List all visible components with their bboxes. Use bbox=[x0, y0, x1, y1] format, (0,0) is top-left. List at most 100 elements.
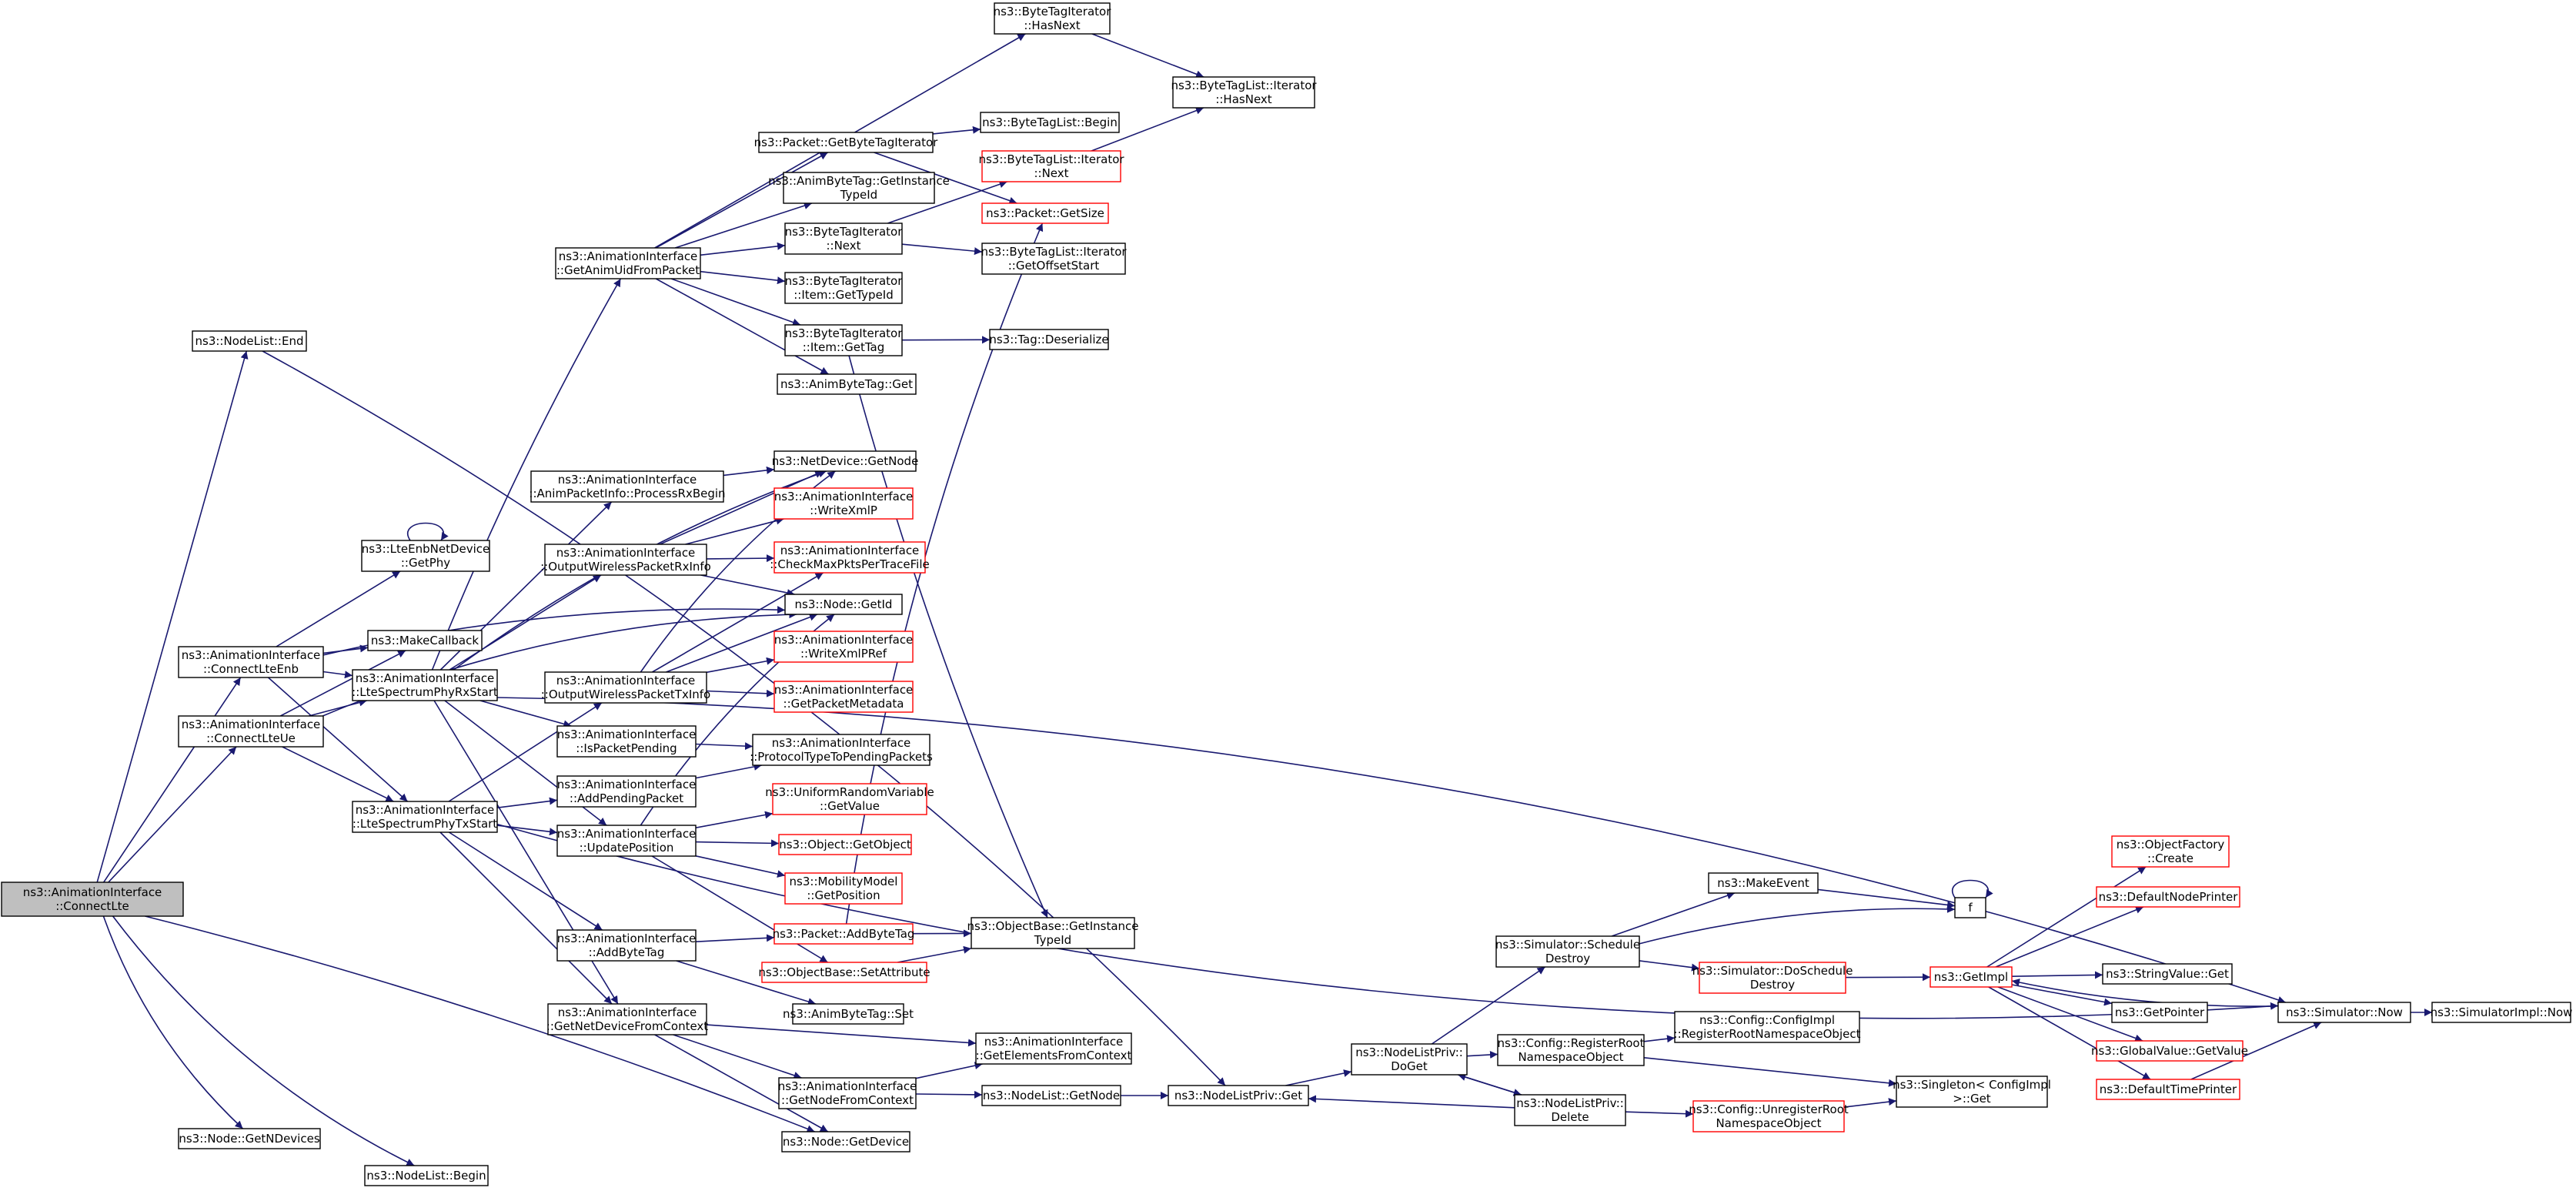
node-writeXmlP[interactable]: ns3::AnimationInterface::WriteXmlP bbox=[773, 487, 914, 520]
node-btlIterOffset[interactable]: ns3::ByteTagList::Iterator::GetOffsetSta… bbox=[981, 243, 1127, 275]
node-connectLteUe[interactable]: ns3::AnimationInterface::ConnectLteUe bbox=[178, 715, 324, 748]
node-cfgRegisterRoot[interactable]: ns3::Config::RegisterRootNamespaceObject bbox=[1497, 1034, 1645, 1066]
node-pktGetBTI[interactable]: ns3::Packet::GetByteTagIterator bbox=[754, 132, 939, 153]
node-getPhy[interactable]: ns3::LteEnbNetDevice::GetPhy bbox=[361, 540, 490, 572]
node-nlGetNode[interactable]: ns3::NodeList::GetNode bbox=[981, 1085, 1121, 1106]
node-updatePos[interactable]: ns3::AnimationInterface::UpdatePosition bbox=[556, 825, 697, 857]
node-stringValueGet[interactable]: ns3::StringValue::Get bbox=[2102, 963, 2233, 985]
node-label: ::AnimPacketInfo::ProcessRxBegin bbox=[529, 487, 725, 500]
node-label: ns3::ByteTagIterator bbox=[994, 5, 1112, 18]
node-label: ::AddByteTag bbox=[589, 945, 665, 959]
node-nodeGetId[interactable]: ns3::Node::GetId bbox=[784, 594, 903, 615]
call-edge bbox=[1643, 1035, 1676, 1043]
node-defaultNodePrinter[interactable]: ns3::DefaultNodePrinter bbox=[2096, 886, 2240, 908]
call-edge bbox=[695, 762, 762, 779]
node-nlpDoGet[interactable]: ns3::NodeListPriv::DoGet bbox=[1351, 1043, 1468, 1076]
node-label: ::ConnectLte bbox=[55, 899, 129, 913]
node-label: ::IsPacketPending bbox=[576, 741, 677, 755]
node-writeXmlPRef[interactable]: ns3::AnimationInterface::WriteXmlPRef bbox=[773, 631, 914, 663]
node-makeCallback[interactable]: ns3::MakeCallback bbox=[367, 630, 483, 651]
node-phyRxStart[interactable]: ns3::AnimationInterface::LteSpectrumPhyR… bbox=[352, 669, 498, 701]
call-edge bbox=[700, 270, 786, 285]
call-edge bbox=[674, 202, 813, 249]
node-simNow[interactable]: ns3::Simulator::Now bbox=[2277, 1002, 2411, 1023]
node-label: >::Get bbox=[1953, 1092, 1991, 1106]
node-pktAddByteTag[interactable]: ns3::Packet::AddByteTag bbox=[773, 923, 915, 945]
node-tagDeserialize[interactable]: ns3::Tag::Deserialize bbox=[989, 329, 1109, 350]
call-edge bbox=[723, 466, 775, 477]
node-label: ns3::ByteTagList::Iterator bbox=[981, 245, 1127, 259]
node-urvGetValue[interactable]: ns3::UniformRandomVariable::GetValue bbox=[765, 783, 934, 815]
call-edge bbox=[496, 823, 2279, 1019]
node-getImpl[interactable]: ns3::GetImpl bbox=[1929, 966, 2013, 988]
node-box bbox=[761, 962, 927, 983]
node-label: ::WriteXmlPRef bbox=[800, 647, 887, 661]
node-label: ns3::Config::RegisterRoot bbox=[1498, 1036, 1645, 1050]
node-objGetObject[interactable]: ns3::Object::GetObject bbox=[778, 834, 912, 855]
node-label: ns3::AnimationInterface bbox=[182, 718, 321, 731]
node-btiHasNext[interactable]: ns3::ByteTagIterator::HasNext bbox=[994, 2, 1112, 35]
node-nlpDelete[interactable]: ns3::NodeListPriv::Delete bbox=[1514, 1094, 1626, 1126]
node-abtGet[interactable]: ns3::AnimByteTag::Get bbox=[777, 373, 917, 395]
node-btiItemGetTag[interactable]: ns3::ByteTagIterator::Item::GetTag bbox=[784, 324, 904, 356]
node-outTxInfo[interactable]: ns3::AnimationInterface::OutputWirelessP… bbox=[541, 671, 710, 704]
node-nodeListBegin[interactable]: ns3::NodeList::Begin bbox=[364, 1165, 489, 1186]
node-label: ns3::NodeList::Begin bbox=[366, 1169, 486, 1183]
node-objFactoryCreate[interactable]: ns3::ObjectFactory::Create bbox=[2111, 835, 2230, 868]
node-nlpGet[interactable]: ns3::NodeListPriv::Get bbox=[1168, 1085, 1309, 1106]
node-btlBegin[interactable]: ns3::ByteTagList::Begin bbox=[980, 112, 1120, 133]
node-btiNext[interactable]: ns3::ByteTagIterator::Next bbox=[784, 222, 904, 255]
node-cfgUnregisterRoot[interactable]: ns3::Config::UnregisterRootNamespaceObje… bbox=[1689, 1100, 1849, 1132]
node-btlIterNext[interactable]: ns3::ByteTagList::Iterator::Next bbox=[978, 150, 1124, 182]
node-phyTxStart[interactable]: ns3::AnimationInterface::LteSpectrumPhyT… bbox=[352, 801, 498, 833]
call-edge bbox=[695, 839, 780, 848]
node-getPointer[interactable]: ns3::GetPointer bbox=[2111, 1002, 2208, 1023]
node-label: DoGet bbox=[1391, 1059, 1428, 1073]
node-connectLte[interactable]: ns3::AnimationInterface::ConnectLte bbox=[1, 882, 184, 917]
node-addPending[interactable]: ns3::AnimationInterface::AddPendingPacke… bbox=[556, 775, 697, 808]
node-label: ns3::NodeList::End bbox=[195, 334, 304, 348]
node-getAnimUid[interactable]: ns3::AnimationInterface::GetAnimUidFromP… bbox=[555, 247, 701, 279]
node-connectLteEnb[interactable]: ns3::AnimationInterface::ConnectLteEnb bbox=[178, 646, 324, 678]
node-protoToPending[interactable]: ns3::AnimationInterface::ProtocolTypeToP… bbox=[750, 734, 933, 766]
node-simImplNow[interactable]: ns3::SimulatorImpl::Now bbox=[2431, 1002, 2573, 1023]
node-getNodeCtx[interactable]: ns3::AnimationInterface::GetNodeFromCont… bbox=[778, 1077, 917, 1109]
node-pktGetSize[interactable]: ns3::Packet::GetSize bbox=[981, 202, 1109, 224]
node-makeEvent[interactable]: ns3::MakeEvent bbox=[1708, 872, 1819, 894]
node-box bbox=[994, 2, 1111, 35]
call-edge bbox=[1285, 1069, 1352, 1086]
node-cfgImplRegisterRoot[interactable]: ns3::Config::ConfigImpl::RegisterRootNam… bbox=[1674, 1011, 1861, 1043]
node-isPending[interactable]: ns3::AnimationInterface::IsPacketPending bbox=[556, 725, 697, 758]
node-globalValueGet[interactable]: ns3::GlobalValue::GetValue bbox=[2091, 1040, 2248, 1062]
node-label: TypeId bbox=[1034, 933, 1071, 947]
node-label: ::OutputWirelessPacketRxInfo bbox=[540, 560, 711, 574]
node-abtSet[interactable]: ns3::AnimByteTag::Set bbox=[783, 1003, 914, 1025]
node-ndGetNode[interactable]: ns3::NetDevice::GetNode bbox=[772, 450, 919, 472]
node-checkMaxPkts[interactable]: ns3::AnimationInterface::CheckMaxPktsPer… bbox=[770, 541, 930, 574]
node-getPktMeta[interactable]: ns3::AnimationInterface::GetPacketMetada… bbox=[773, 681, 914, 713]
node-label: ns3::Config::ConfigImpl bbox=[1699, 1013, 1835, 1027]
node-box bbox=[361, 540, 490, 572]
node-processRxBegin[interactable]: ns3::AnimationInterface::AnimPacketInfo:… bbox=[529, 470, 726, 503]
node-nodeListEnd[interactable]: ns3::NodeList::End bbox=[192, 330, 307, 352]
node-label: Destroy bbox=[1545, 952, 1590, 965]
node-getNDevices[interactable]: ns3::Node::GetNDevices bbox=[178, 1128, 321, 1149]
call-edge bbox=[322, 671, 353, 679]
node-obSetAttr[interactable]: ns3::ObjectBase::SetAttribute bbox=[758, 962, 931, 983]
node-addByteTag[interactable]: ns3::AnimationInterface::AddByteTag bbox=[556, 929, 697, 962]
node-nodeGetDevice[interactable]: ns3::Node::GetDevice bbox=[781, 1131, 910, 1153]
node-fNode[interactable]: f bbox=[1954, 897, 1986, 918]
node-label: NamespaceObject bbox=[1716, 1116, 1821, 1130]
node-getNetDevCtx[interactable]: ns3::AnimationInterface::GetNetDeviceFro… bbox=[546, 1003, 709, 1035]
node-getElemsCtx[interactable]: ns3::AnimationInterface::GetElementsFrom… bbox=[975, 1032, 1132, 1065]
node-btiItemTypeId[interactable]: ns3::ByteTagIterator::Item::GetTypeId bbox=[784, 272, 904, 304]
node-mmGetPos[interactable]: ns3::MobilityModel::GetPosition bbox=[784, 872, 903, 905]
node-singletonGet[interactable]: ns3::Singleton< ConfigImpl >::Get bbox=[1893, 1076, 2051, 1108]
node-defaultTimePrinter[interactable]: ns3::DefaultTimePrinter bbox=[2096, 1079, 2240, 1100]
node-btlIterHasNext[interactable]: ns3::ByteTagList::Iterator::HasNext bbox=[1171, 76, 1317, 109]
node-outRxInfo[interactable]: ns3::AnimationInterface::OutputWirelessP… bbox=[540, 544, 711, 576]
